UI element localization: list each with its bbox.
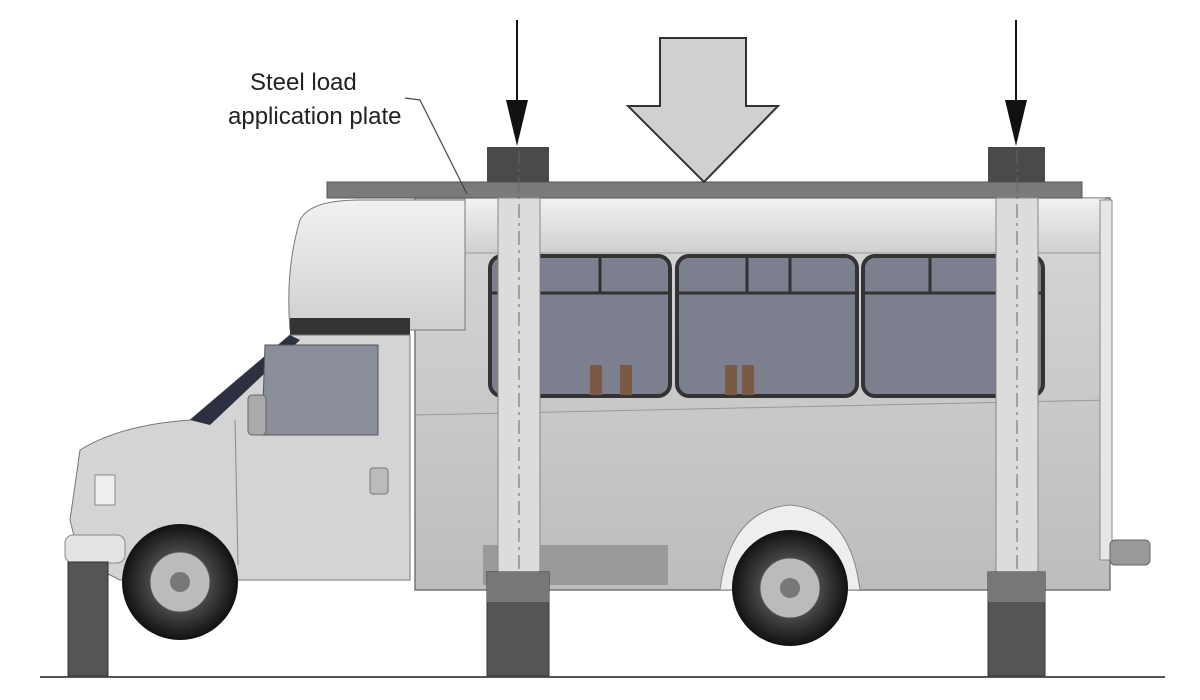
plate-label-line1: Steel load <box>250 69 357 96</box>
front-wheel <box>122 524 238 640</box>
front-support <box>67 561 109 677</box>
steel-load-plate <box>326 181 1083 199</box>
plate-label-line2: application plate <box>228 103 401 130</box>
right-load-column <box>987 147 1046 677</box>
label-leader-line <box>404 97 468 195</box>
bus-windows <box>488 254 1045 398</box>
rear-wheel <box>732 530 848 646</box>
left-load-column <box>486 147 550 677</box>
bus-cab <box>64 199 466 581</box>
right-point-load-arrow <box>1005 20 1027 146</box>
distributed-load-arrow <box>625 37 781 184</box>
left-point-load-arrow <box>506 20 528 146</box>
